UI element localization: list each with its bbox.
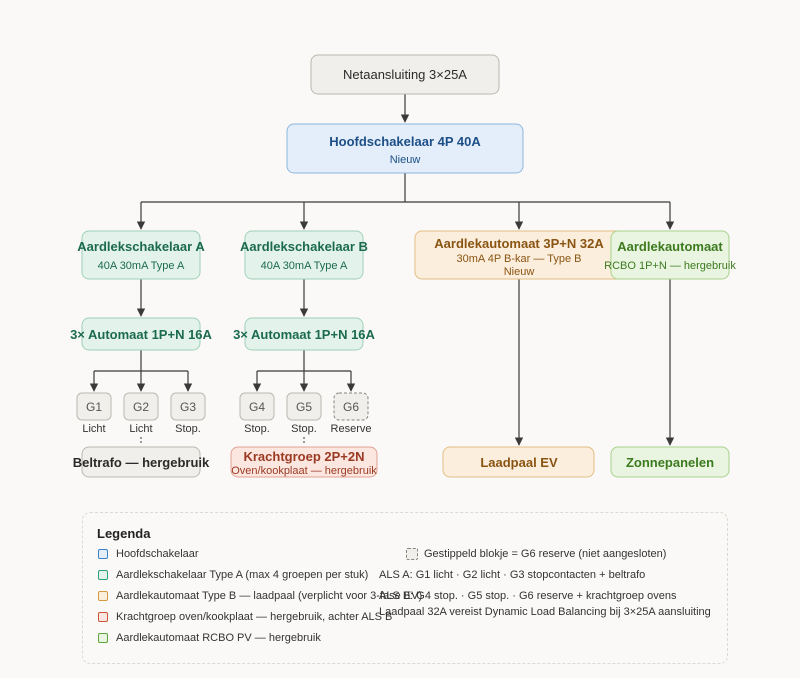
node-automaat-a-title: 3× Automaat 1P+N 16A bbox=[70, 327, 212, 342]
group-g4-box bbox=[239, 392, 275, 421]
group-g3-label: Stop. bbox=[175, 423, 201, 435]
node-netaansluiting: Netaansluiting 3×25A bbox=[310, 54, 500, 95]
node-aardlekschakelaar-b-sub: 40A 30mA Type A bbox=[261, 260, 348, 272]
node-aardlekautomaat-rcbo-title: Aardlekautomaat bbox=[617, 239, 723, 254]
group-g4-label: Stop. bbox=[244, 423, 270, 435]
node-automaat-b-title: 3× Automaat 1P+N 16A bbox=[233, 327, 375, 342]
node-hoofdschakelaar-title: Hoofdschakelaar 4P 40A bbox=[329, 134, 481, 149]
connectors bbox=[89, 94, 675, 446]
group-g4-id: G4 bbox=[249, 400, 265, 414]
node-aardlekschakelaar-a-sub: 40A 30mA Type A bbox=[98, 260, 185, 272]
node-krachtgroep-sub: Oven/kookplaat — hergebruik bbox=[231, 465, 377, 477]
node-aardlekschakelaar-b: Aardlekschakelaar B 40A 30mA Type A bbox=[240, 230, 368, 280]
group-g1-id: G1 bbox=[86, 400, 102, 414]
node-aardlekautomaat-32a-title: Aardlekautomaat 3P+N 32A bbox=[434, 236, 604, 251]
node-beltrafo: Beltrafo — hergebruik bbox=[73, 446, 210, 478]
group-g6-box bbox=[333, 392, 369, 421]
legend-item-aardlekschakelaar: Aardlekschakelaar Type A (max 4 groepen … bbox=[116, 569, 369, 581]
legend-swatch-krachtgroep bbox=[98, 612, 108, 622]
node-hoofdschakelaar: Hoofdschakelaar 4P 40A Nieuw bbox=[286, 123, 524, 174]
node-zonnepanelen-title: Zonnepanelen bbox=[626, 455, 714, 470]
node-aardlekschakelaar-a-title: Aardlekschakelaar A bbox=[77, 239, 205, 254]
group-g5-label: Stop. bbox=[291, 423, 317, 435]
node-hoofdschakelaar-sub: Nieuw bbox=[390, 154, 421, 166]
group-g5-id: G5 bbox=[296, 400, 312, 414]
node-aardlekautomaat-32a: Aardlekautomaat 3P+N 32A 30mA 4P B-kar —… bbox=[414, 230, 624, 280]
legend-swatch-dashed bbox=[406, 548, 418, 560]
group-g5-box bbox=[286, 392, 322, 421]
legend-swatch-aardlekschakelaar bbox=[98, 570, 108, 580]
node-aardlekschakelaar-a: Aardlekschakelaar A 40A 30mA Type A bbox=[77, 230, 205, 280]
legend-swatch-hoofdschakelaar bbox=[98, 549, 108, 559]
group-g2-label: Licht bbox=[129, 423, 152, 435]
node-krachtgroep: Krachtgroep 2P+2N Oven/kookplaat — herge… bbox=[230, 446, 378, 478]
node-automaat-b: 3× Automaat 1P+N 16A bbox=[233, 317, 376, 351]
node-netaansluiting-title: Netaansluiting 3×25A bbox=[343, 67, 467, 82]
group-boxes: G1LichtG2LichtG3Stop.G4Stop.G5Stop.G6Res… bbox=[76, 392, 372, 435]
legend-note-als-b: ALS B: G4 stop. · G5 stop. · G6 reserve … bbox=[379, 590, 677, 602]
group-g3-id: G3 bbox=[180, 400, 196, 414]
legend-note-als-a: ALS A: G1 licht · G2 licht · G3 stopcont… bbox=[379, 569, 646, 581]
node-zonnepanelen: Zonnepanelen bbox=[610, 446, 730, 478]
legend-item-aardlekautomaat-b: Aardlekautomaat Type B — laadpaal (verpl… bbox=[116, 590, 423, 602]
node-aardlekautomaat-32a-sub: 30mA 4P B-kar — Type B bbox=[457, 253, 582, 265]
group-g2-box bbox=[123, 392, 159, 421]
legend-note-laadpaal: Laadpaal 32A vereist Dynamic Load Balanc… bbox=[379, 606, 711, 618]
legend-item-krachtgroep: Krachtgroep oven/kookplaat — hergebruik,… bbox=[116, 611, 393, 623]
node-automaat-a: 3× Automaat 1P+N 16A bbox=[70, 317, 213, 351]
node-aardlekschakelaar-b-title: Aardlekschakelaar B bbox=[240, 239, 368, 254]
legend-title: Legenda bbox=[97, 526, 151, 541]
node-beltrafo-title: Beltrafo — hergebruik bbox=[73, 455, 210, 470]
legend-swatch-rcbo bbox=[98, 633, 108, 643]
group-g1-box bbox=[76, 392, 112, 421]
legend-item-rcbo: Aardlekautomaat RCBO PV — hergebruik bbox=[116, 632, 321, 644]
node-aardlekautomaat-rcbo-sub: RCBO 1P+N — hergebruik bbox=[604, 260, 736, 272]
node-krachtgroep-title: Krachtgroep 2P+2N bbox=[243, 449, 364, 464]
legend-dashed-note: Gestippeld blokje = G6 reserve (niet aan… bbox=[424, 548, 667, 560]
group-g2-id: G2 bbox=[133, 400, 149, 414]
group-g1-label: Licht bbox=[82, 423, 105, 435]
node-aardlekautomaat-rcbo: Aardlekautomaat RCBO 1P+N — hergebruik bbox=[604, 230, 736, 280]
node-laadpaal-title: Laadpaal EV bbox=[480, 455, 558, 470]
legend-swatch-aardlekautomaat-b bbox=[98, 591, 108, 601]
group-g6-label: Reserve bbox=[331, 423, 372, 435]
legend-item-hoofdschakelaar: Hoofdschakelaar bbox=[116, 548, 199, 560]
legend: Legenda Hoofdschakelaar Aardlekschakelaa… bbox=[82, 512, 728, 664]
node-aardlekautomaat-32a-sub2: Nieuw bbox=[504, 266, 535, 278]
group-g3-box bbox=[170, 392, 206, 421]
node-laadpaal: Laadpaal EV bbox=[442, 446, 595, 478]
group-g6-id: G6 bbox=[343, 400, 359, 414]
